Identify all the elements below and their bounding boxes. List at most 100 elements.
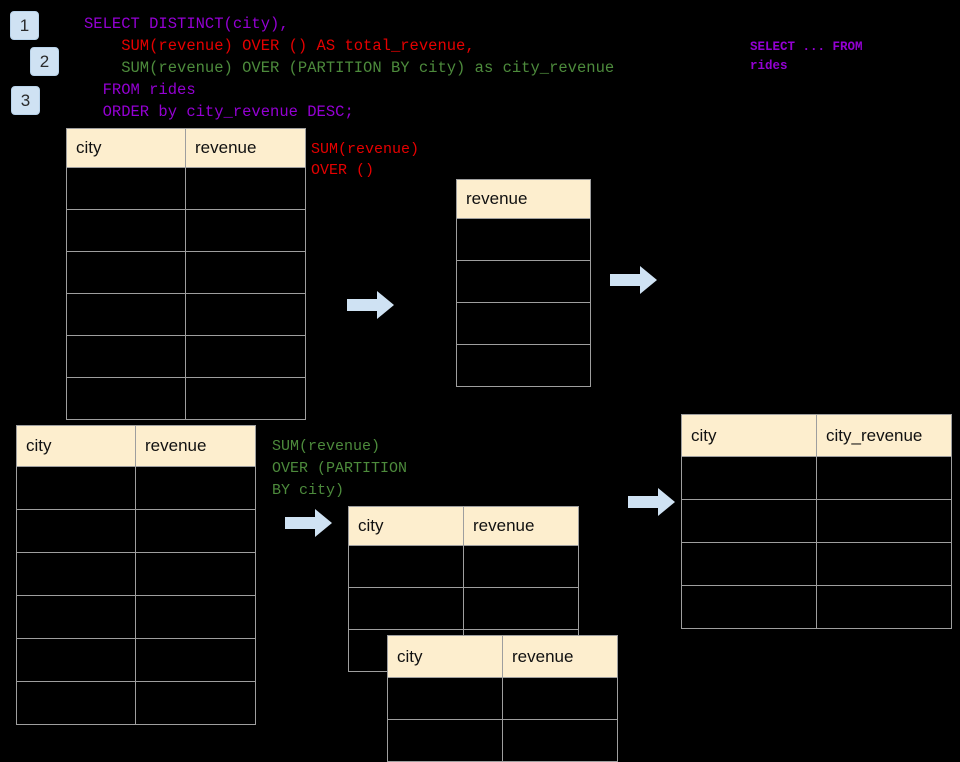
table-cell [387, 677, 503, 720]
arrow-source-to-partition-icon [285, 508, 333, 538]
column-header-revenue: revenue [463, 506, 579, 546]
table-header-row: city revenue [348, 506, 579, 546]
diagram-canvas: 1 2 3 SELECT DISTINCT(city), SUM(revenue… [10, 11, 952, 762]
table-cell [66, 377, 186, 420]
table-row [16, 681, 256, 725]
column-header-city: city [66, 128, 186, 168]
step-badge-2[interactable]: 2 [30, 47, 59, 76]
table-row [66, 251, 306, 294]
table-header-row: city revenue [66, 128, 306, 168]
table-cell [816, 585, 952, 629]
table-cell [681, 499, 817, 543]
table-cell [502, 677, 618, 720]
table-row [387, 719, 618, 762]
table-cell [816, 499, 952, 543]
table-cell [135, 595, 256, 639]
table-row [66, 335, 306, 378]
table-cell [185, 293, 306, 336]
table-row [66, 293, 306, 336]
table-row [16, 509, 256, 553]
table-cell [456, 218, 591, 261]
table-cell [16, 638, 136, 682]
table-row [348, 545, 579, 588]
table-cell [66, 293, 186, 336]
table-row [66, 209, 306, 252]
table-cell [66, 335, 186, 378]
table-total-revenue: revenue [456, 179, 591, 387]
table-cell [16, 466, 136, 510]
table-cell [66, 167, 186, 210]
table-row [66, 167, 306, 210]
sql-line-total-revenue: SUM(revenue) OVER () AS total_revenue, [84, 37, 475, 55]
table-cell [135, 466, 256, 510]
table-cell [16, 552, 136, 596]
table-cell [816, 456, 952, 500]
table-row [681, 456, 952, 500]
column-header-revenue: revenue [456, 179, 591, 219]
table-source-bottom: city revenue [16, 425, 256, 725]
table-cell [681, 585, 817, 629]
table-cell [16, 509, 136, 553]
table-cell [348, 587, 464, 630]
table-cell [502, 719, 618, 762]
table-cell [185, 335, 306, 378]
column-header-city: city [387, 635, 503, 678]
sql-line-order-by: ORDER by city_revenue DESC; [84, 103, 354, 121]
table-row [16, 466, 256, 510]
table-cell [66, 209, 186, 252]
annotation-select-from-rides: SELECT ... FROM rides [750, 40, 863, 73]
table-row [348, 587, 579, 630]
table-cell [185, 377, 306, 420]
table-cell [135, 509, 256, 553]
column-header-city-revenue: city_revenue [816, 414, 952, 457]
table-row [681, 542, 952, 586]
table-row [456, 344, 591, 387]
table-partition-front: city revenue [387, 635, 618, 762]
table-header-row: city revenue [16, 425, 256, 467]
arrow-partition-to-result-icon [628, 487, 676, 517]
table-cell [387, 719, 503, 762]
sql-line-from-rides: FROM rides [84, 81, 196, 99]
column-header-revenue: revenue [502, 635, 618, 678]
table-cell [185, 167, 306, 210]
sql-line-city-revenue: SUM(revenue) OVER (PARTITION BY city) as… [84, 59, 615, 77]
table-result: city city_revenue [681, 414, 952, 629]
table-row [387, 677, 618, 720]
table-cell [681, 456, 817, 500]
column-header-city: city [16, 425, 136, 467]
table-row [66, 377, 306, 420]
step-badge-3-label: 3 [20, 91, 31, 110]
table-cell [135, 681, 256, 725]
table-header-row: revenue [456, 179, 591, 219]
step-badge-1-label: 1 [19, 16, 30, 35]
step-badge-1[interactable]: 1 [10, 11, 39, 40]
table-row [456, 218, 591, 261]
table-row [16, 552, 256, 596]
table-row [16, 595, 256, 639]
table-header-row: city city_revenue [681, 414, 952, 457]
table-cell [681, 542, 817, 586]
table-cell [456, 302, 591, 345]
table-cell [456, 260, 591, 303]
table-cell [16, 681, 136, 725]
step-badge-3[interactable]: 3 [11, 86, 40, 115]
table-cell [348, 545, 464, 588]
table-cell [16, 595, 136, 639]
annotation-sum-over-empty: SUM(revenue) OVER () [311, 141, 420, 179]
sql-line-select-distinct: SELECT DISTINCT(city), [84, 15, 289, 33]
column-header-revenue: revenue [185, 128, 306, 168]
table-cell [463, 545, 579, 588]
table-cell [185, 209, 306, 252]
arrow-total-to-result-icon [610, 265, 658, 295]
table-row [456, 302, 591, 345]
table-cell [456, 344, 591, 387]
table-header-row: city revenue [387, 635, 618, 678]
table-row [681, 585, 952, 629]
arrow-source-to-total-icon [347, 290, 395, 320]
column-header-revenue: revenue [135, 425, 256, 467]
table-row [681, 499, 952, 543]
table-cell [66, 251, 186, 294]
table-source-top: city revenue [66, 128, 306, 420]
column-header-city: city [681, 414, 817, 457]
table-cell [135, 552, 256, 596]
